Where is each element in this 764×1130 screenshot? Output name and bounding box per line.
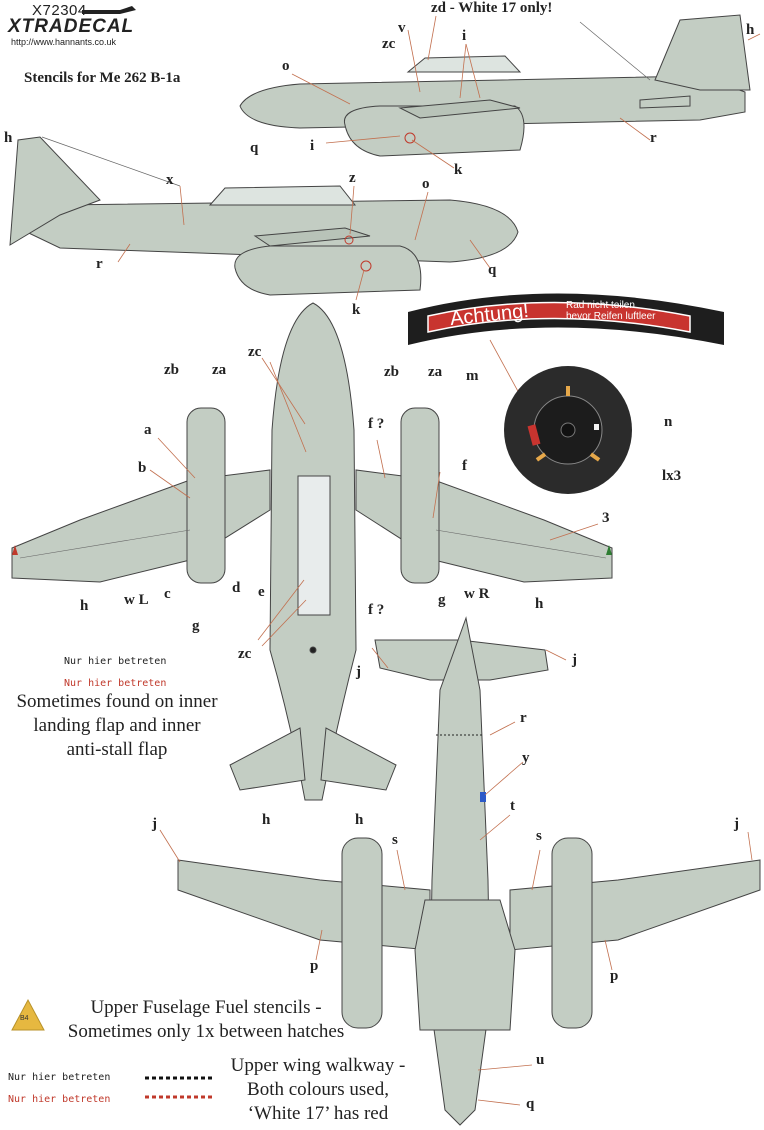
jet-icon (82, 6, 136, 14)
caption-walkway-line-1: Upper wing walkway - (230, 1055, 406, 1076)
achtung-sign (408, 293, 724, 345)
label-plan-za-left: za (212, 362, 227, 378)
label-plan-zc: zc (248, 344, 262, 360)
caption-walkway-line-2: Both colours used, (247, 1079, 389, 1100)
label-under-j-right: j (572, 652, 577, 668)
label-under-y: y (522, 750, 530, 766)
plan-view-underside (177, 616, 761, 1126)
label-top-side-i: i (462, 28, 467, 44)
label-wheel-lx3: lx3 (662, 468, 682, 484)
label-side2-x: x (166, 172, 174, 188)
label-plan-h-left: h (80, 598, 89, 614)
label-plan-h-tail-left: h (262, 812, 271, 828)
plan-view-top (11, 302, 613, 801)
label-plan-zb-right: zb (384, 364, 399, 380)
brand-url: http://www.hannants.co.uk (11, 37, 117, 47)
label-under-t: t (510, 798, 515, 814)
achtung-line-2: bevor Reifen luftleer (566, 311, 656, 322)
caption-walkway: Upper wing walkway - Both colours used, … (218, 1054, 418, 1126)
label-plan-g-right: g (438, 592, 446, 608)
wheel-diagram (504, 366, 632, 494)
caption-inner-flap-line-2: landing flap and inner (33, 715, 201, 736)
label-top-side-v: v (398, 20, 406, 36)
label-plan-zc-lower: zc (238, 646, 252, 662)
label-plan-wR: w R (464, 586, 490, 602)
label-under-p-left: p (310, 958, 319, 974)
label-plan-b: b (138, 460, 147, 476)
label-plan-f-q2: f ? (368, 602, 385, 618)
label-plan-f: f (462, 458, 467, 474)
label-under-s-right: s (536, 828, 542, 844)
label-side2-k: k (352, 302, 361, 318)
label-top-side-k: k (454, 162, 463, 178)
label-top-side-zc: zc (382, 36, 396, 52)
caption-fuel: Upper Fuselage Fuel stencils - Sometimes… (48, 996, 364, 1044)
label-under-r: r (520, 710, 527, 726)
label-plan-zb-left: zb (164, 362, 179, 378)
sheet-title: Stencils for Me 262 B-1a (24, 70, 181, 86)
achtung-subtext: Rad nicht teilen bevor Reifen luftleer (566, 300, 656, 322)
label-plan-3: 3 (602, 510, 610, 526)
label-wheel-n: n (664, 414, 673, 430)
caption-walkway-line-3: ‘White 17’ has red (247, 1103, 389, 1124)
label-side2-r: r (96, 256, 103, 272)
label-plan-a: a (144, 422, 152, 438)
label-under-s-left: s (392, 832, 398, 848)
label-plan-h-right: h (535, 596, 544, 612)
label-top-side-o: o (282, 58, 290, 74)
label-side2-z: z (349, 170, 356, 186)
label-top-side-r: r (650, 130, 657, 146)
caption-inner-flap-line-3: anti-stall flap (66, 739, 168, 760)
label-top-side-i2: i (310, 138, 315, 154)
white17-note: zd - White 17 only! (431, 0, 553, 16)
side-view-upper (239, 14, 751, 157)
label-under-j-wing-right: j (734, 816, 739, 832)
side-view-lower (9, 136, 519, 296)
walkway-legend-red: Nur hier betreten (8, 1094, 111, 1105)
brand-name: XTRADECAL (8, 16, 135, 37)
label-plan-g-left: g (192, 618, 200, 634)
label-under-j-wing-left: j (152, 816, 157, 832)
achtung-line-1: Rad nicht teilen (566, 300, 635, 311)
fuel-badge-text: B4 (20, 1015, 29, 1022)
label-plan-d: d (232, 580, 241, 596)
caption-fuel-line-2: Sometimes only 1x between hatches (67, 1021, 345, 1042)
caption-inner-flap: Sometimes found on inner landing flap an… (2, 690, 232, 762)
label-top-side-h: h (746, 22, 755, 38)
label-under-j-left: j (356, 664, 361, 680)
brand-logo: X72304 XTRADECAL http://www.hannants.co.… (8, 2, 148, 50)
label-side2-o: o (422, 176, 430, 192)
label-plan-za-right: za (428, 364, 443, 380)
label-plan-e: e (258, 584, 265, 600)
label-plan-c: c (164, 586, 171, 602)
label-side2-h: h (4, 130, 13, 146)
caption-fuel-line-1: Upper Fuselage Fuel stencils - (90, 997, 322, 1018)
walkway-sample-black: Nur hier betreten (64, 656, 167, 667)
label-under-p-right: p (610, 968, 619, 984)
walkway-sample-red: Nur hier betreten (64, 678, 167, 689)
label-plan-f-q: f ? (368, 416, 385, 432)
label-under-u: u (536, 1052, 545, 1068)
label-under-q: q (526, 1096, 535, 1112)
label-side2-q: q (488, 262, 497, 278)
caption-inner-flap-line-1: Sometimes found on inner (16, 691, 218, 712)
product-code: X72304 (32, 2, 87, 19)
walkway-legend-black: Nur hier betreten (8, 1072, 111, 1083)
fuel-stencil-badge (11, 998, 45, 1031)
label-plan-wL: w L (124, 592, 149, 608)
label-wheel-m: m (466, 368, 479, 384)
label-top-side-q: q (250, 140, 259, 156)
label-plan-h-tail-right: h (355, 812, 364, 828)
